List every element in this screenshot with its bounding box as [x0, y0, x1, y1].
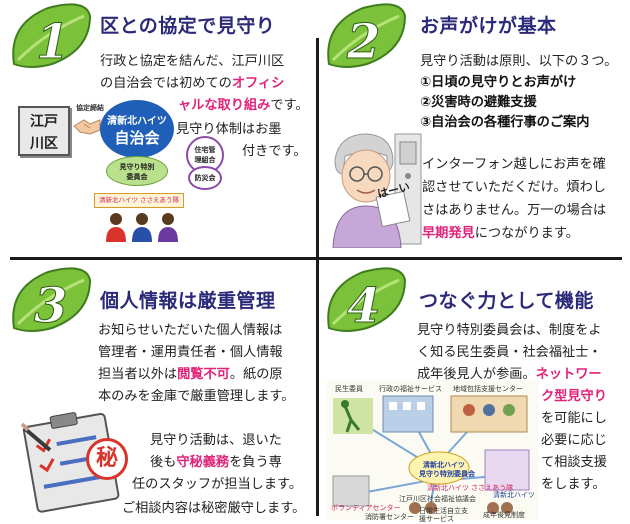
housing-circle: 住宅管理組合: [186, 136, 224, 174]
network-diagram: [327, 380, 539, 520]
panel-1-line-3: ャルな取り組みです。: [178, 98, 309, 113]
number-2: 2: [346, 14, 380, 70]
center-label-2: 見守り特別委員会: [419, 470, 475, 478]
center-circle-line-2: 自治会: [114, 129, 160, 147]
panel-1-line-4: 見守り体制はお墨: [176, 122, 282, 137]
label-minsei: 民生委員: [335, 385, 363, 393]
number-leaf-2-icon: 2: [327, 3, 407, 71]
label-sasaeau: 清新北ハイツ ささえあう隊: [427, 484, 514, 492]
center-label-1: 清新北ハイツ: [423, 461, 465, 469]
panel-4-line-5: を可能にし: [541, 411, 607, 426]
secret-stamp: 秘: [86, 438, 128, 480]
number-leaf-4-icon: 4: [327, 267, 407, 335]
panel-4-line-7: て相談支援: [541, 455, 607, 470]
committee-circle: 見守り特別委員会: [106, 156, 168, 186]
panel-4-line-6: 必要に応じ: [541, 433, 607, 448]
panel-4-line-8: をします。: [541, 477, 606, 492]
ward-box: 江戸川区: [18, 106, 70, 156]
label-shobo: 消防署センター: [365, 513, 414, 521]
panel-3-line-8: ご相談内容は秘密厳守します。: [122, 501, 306, 516]
panel-2-item-3: ③自治会の各種行事のご案内: [420, 115, 590, 130]
panel-3-line-3: 担当者以外は閲覧不可。紙の原: [98, 367, 283, 382]
panel-2: 2 お声がけが基本 見守り活動は原則、以下の３つ。 ①日頃の見守りとお声がけ ②…: [319, 0, 630, 257]
number-leaf-3-icon: 3: [12, 267, 92, 335]
panel-2-item-1: ①日頃の見守りとお声がけ: [420, 75, 577, 90]
panel-2-line-1: インターフォン越しにお声を確: [422, 157, 606, 172]
number-4: 4: [347, 278, 380, 334]
clipboard-illustration: [20, 412, 120, 513]
label-volunteer: ボランティアセンター: [331, 504, 401, 512]
panel-3-line-1: お知らせいただいた個人情報は: [98, 323, 283, 338]
ward-label: 江戸川区: [30, 114, 58, 152]
panel-4-line-2: く知る民生委員・社会福祉士・: [417, 345, 602, 360]
panel-4-line-3: 成年後見人が参画。ネットワー: [417, 367, 602, 382]
label-nichijo: 日常生活自立支援サービス: [419, 507, 468, 523]
number-leaf-1-icon: 1: [12, 3, 92, 71]
label-seinen: 成年後見制度: [483, 511, 525, 519]
grandma-illustration: [332, 133, 422, 248]
banner-box: 清新北ハイツ ささえあう隊: [94, 193, 184, 208]
people-icon: [106, 213, 178, 242]
label-gyosei: 行政の福祉サービス: [379, 385, 442, 393]
panel-4-title: つなぐ力として機能: [419, 290, 594, 312]
panel-2-line-2: 認させていただくだけ。煩わし: [422, 180, 606, 195]
panel-3-line-2: 管理者・運用責任者・個人情報: [98, 345, 283, 360]
panel-2-item-2: ②災害時の避難支援: [420, 95, 537, 110]
label-edogawa: 江戸川区社会福祉協議会: [399, 495, 476, 503]
panel-2-intro: 見守り活動は原則、以下の３つ。: [420, 54, 618, 69]
number-1: 1: [36, 14, 69, 70]
panel-4: 4 つなぐ力として機能 見守り特別委員会は、制度をよ く知る民生委員・社会福祉士…: [319, 260, 630, 524]
panel-2-title: お声がけが基本: [420, 15, 557, 37]
banner-label: 清新北ハイツ ささえあう隊: [99, 196, 179, 204]
panel-3-line-4: 本のみを金庫で厳重管理します。: [98, 389, 295, 404]
handshake-icon: [73, 119, 101, 135]
panel-2-line-4: 早期発見につながります。: [422, 226, 579, 241]
panel-3-line-6: 後も守秘義務を負う専: [150, 455, 282, 470]
committee-label: 見守り特別委員会: [119, 163, 155, 181]
panel-4-line-1: 見守り特別委員会は、制度をよ: [417, 323, 602, 338]
disaster-circle: 防災会: [188, 166, 222, 190]
panel-1: 1 区との協定で見守り 行政と協定を結んだ、江戸川区 の自治会では初めてのオフィ…: [0, 0, 316, 257]
panel-3-line-5: 見守り活動は、退いた: [150, 433, 282, 448]
center-circle-line-1: 清新北ハイツ: [107, 116, 167, 127]
housing-label: 住宅管理組合: [194, 146, 216, 164]
panel-1-line-5: 付きです。: [242, 144, 307, 159]
secret-stamp-text: 秘: [95, 446, 118, 471]
panel-1-title: 区との協定で見守り: [100, 15, 276, 37]
vertical-divider: [316, 38, 319, 516]
panel-3-title: 個人情報は厳重管理: [100, 290, 276, 312]
panel-1-line-1: 行政と協定を結んだ、江戸川区: [100, 54, 285, 69]
panel-1-line-2: の自治会では初めてのオフィシ: [100, 76, 285, 91]
center-circle: 清新北ハイツ 自治会: [100, 100, 174, 158]
panel-4-line-4: ク型見守り: [541, 389, 607, 404]
number-3: 3: [34, 278, 67, 334]
agreement-label: 協定締結: [76, 104, 104, 112]
panel-2-line-3: さはありません。万一の場合は: [422, 203, 607, 218]
label-heights: 清新北ハイツ: [493, 491, 535, 499]
panel-3-line-7: 任のスタッフが担当します。: [132, 477, 303, 492]
label-chiiki: 地域包括支援センター: [453, 385, 523, 393]
horizontal-divider: [10, 257, 622, 260]
disaster-label: 防災会: [194, 174, 216, 182]
panel-3: 3 個人情報は厳重管理 お知らせいただいた個人情報は 管理者・運用責任者・個人情…: [0, 260, 316, 524]
